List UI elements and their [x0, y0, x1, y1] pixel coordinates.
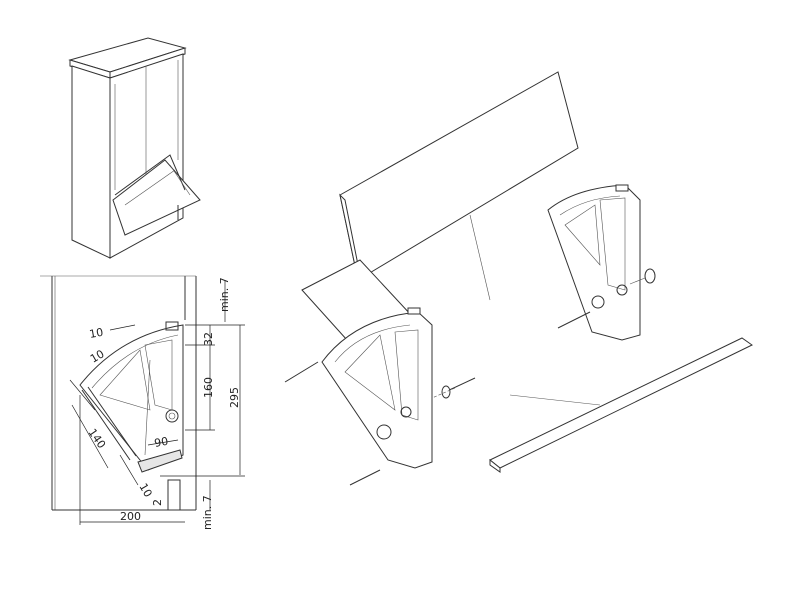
right-mechanism — [547, 184, 641, 341]
dim-32: 32 — [202, 332, 215, 346]
dim-min-bottom: min. 7 — [201, 495, 214, 530]
dim-2: 2 — [151, 499, 164, 506]
dim-10-top: 10 — [88, 326, 104, 341]
dim-140: 140 — [86, 426, 109, 451]
dim-90: 90 — [153, 435, 169, 450]
dim-295: 295 — [228, 387, 241, 408]
dim-10-arc: 10 — [88, 347, 107, 365]
left-mechanism — [321, 307, 433, 469]
exploded-view — [284, 71, 753, 486]
section-drawing — [40, 275, 245, 525]
cabinet-iso-view — [68, 37, 201, 259]
dim-200: 200 — [120, 510, 141, 523]
screws-and-fittings — [284, 268, 656, 486]
dim-min-top: min. 7 — [218, 277, 231, 312]
bottom-board — [489, 337, 753, 469]
dim-160: 160 — [202, 377, 215, 398]
dimension-labels: min. 7 32 10 10 160 295 140 90 10 2 200 … — [86, 277, 241, 530]
dim-10-bottom: 10 — [136, 481, 154, 500]
